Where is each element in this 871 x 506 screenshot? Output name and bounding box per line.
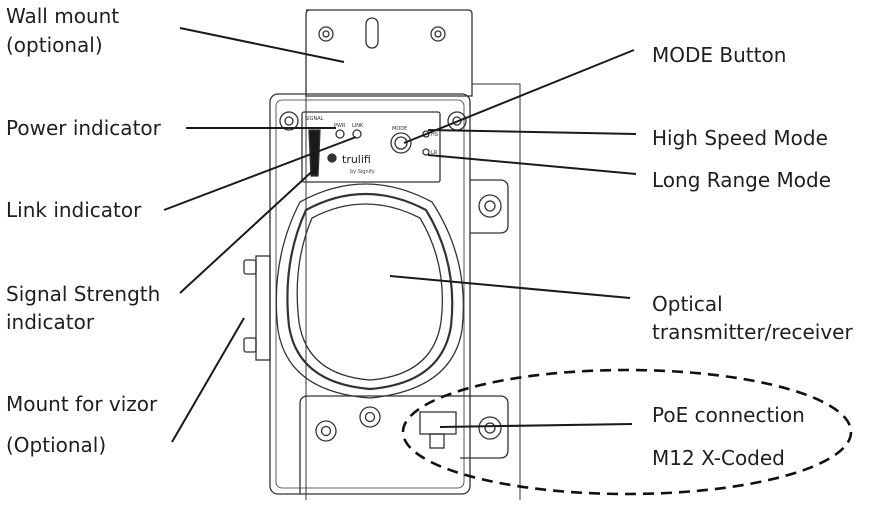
lr-led	[422, 148, 430, 156]
poe-highlight-ellipse	[401, 368, 853, 496]
leader-vizor	[171, 317, 245, 443]
label-poe-connection: PoE connection	[652, 403, 805, 427]
leader-optical	[389, 275, 631, 299]
poe-connector	[419, 411, 457, 435]
optical-inner-ring	[286, 192, 454, 391]
label-signal-strength-line1: Signal Strength	[6, 282, 161, 306]
panel-signal-text: SIGNAL	[305, 116, 324, 122]
label-signal-strength-line2: indicator	[6, 310, 95, 334]
label-wall-mount: Wall mount (optional)	[6, 6, 119, 55]
panel-link-text: LINK	[352, 123, 364, 129]
optical-outer-ring	[275, 183, 465, 399]
panel-lr-text: LR	[431, 150, 438, 156]
label-signal-strength: Signal Strength indicator	[6, 284, 160, 332]
leader-link	[163, 136, 357, 211]
link-led	[352, 129, 362, 139]
label-wall-mount-line2: (optional)	[6, 33, 103, 57]
vizor-bracket	[255, 255, 271, 361]
wall-mount-plate	[305, 9, 473, 97]
label-optical: Optical transmitter/receiver	[652, 294, 853, 342]
indicator-panel	[301, 111, 441, 183]
label-long-range-mode: Long Range Mode	[652, 168, 831, 192]
label-high-speed-mode: High Speed Mode	[652, 126, 828, 150]
panel-mode-text: MODE	[392, 126, 407, 132]
brand-logo: trulifi	[342, 153, 371, 166]
label-mount-vizor: Mount for vizor	[6, 392, 158, 416]
label-optical-line2: transmitter/receiver	[652, 320, 853, 344]
leader-mode	[403, 49, 635, 144]
leader-wall-mount	[179, 27, 345, 63]
leader-high-speed	[427, 129, 637, 135]
label-optical-line1: Optical	[652, 292, 723, 316]
pwr-led	[335, 129, 345, 139]
optical-window	[296, 203, 444, 381]
label-m12-x-coded: M12 X-Coded	[652, 446, 785, 470]
label-wall-mount-line1: Wall mount	[6, 4, 120, 28]
brand-sub: by Signify	[350, 169, 375, 175]
hs-led	[422, 130, 430, 138]
label-power-indicator: Power indicator	[6, 116, 161, 140]
leader-signal	[179, 165, 319, 294]
panel-hs-text: HS	[431, 132, 438, 138]
mode-button-shape	[390, 132, 412, 154]
panel-pwr-text: PWR	[334, 123, 346, 129]
leader-long-range	[427, 154, 637, 175]
leader-poe	[439, 423, 633, 428]
label-mode-button: MODE Button	[652, 43, 787, 67]
label-mount-vizor-optional: (Optional)	[6, 433, 107, 457]
label-link-indicator: Link indicator	[6, 198, 142, 222]
wall-mount-slot	[365, 17, 379, 49]
